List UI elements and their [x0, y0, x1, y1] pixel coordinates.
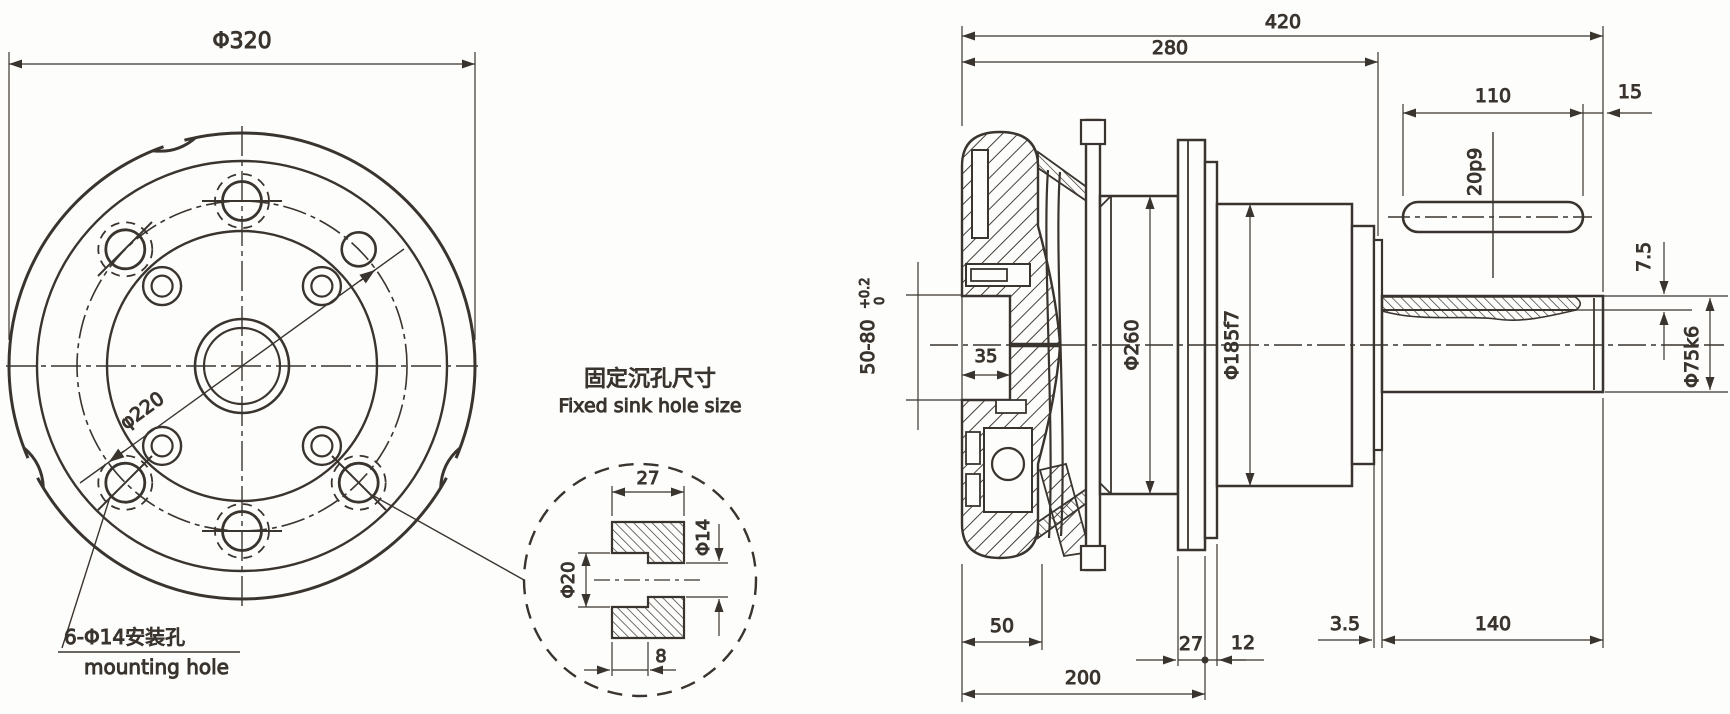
dim-hole-diameter [686, 524, 728, 636]
bell-cone-line-2 [1057, 171, 1064, 537]
flange-plate-thickness-label: 27 [1179, 633, 1203, 655]
input-bore-label-group: 50-80 +0.2 0 [857, 277, 889, 375]
counterbore-section-upper [610, 520, 686, 565]
input-bore-tol-upper: +0.2 [858, 277, 873, 309]
flange-tab-bottom [1079, 544, 1107, 572]
overall-length-label: 420 [1265, 11, 1301, 33]
spigot-diameter-label: Φ185f7 [1221, 310, 1243, 380]
bearing-ball [990, 446, 1026, 482]
keyway-depth-label: 7.5 [1633, 242, 1655, 272]
hole-diameter-label: Φ14 [693, 519, 714, 556]
dim-outer-diameter [8, 52, 476, 340]
detail-bubble [522, 462, 758, 698]
dim-spacer [1318, 398, 1383, 648]
dim-counterbore-diameter [578, 552, 610, 608]
hub-width-label: 50 [990, 615, 1014, 637]
detail-leader-line [371, 494, 525, 581]
shaft-length-label: 140 [1475, 613, 1511, 635]
dim-flange-thickness [611, 486, 685, 516]
dim-shaft-length [1382, 398, 1604, 648]
detail-title-zh: 固定沉孔尺寸 [584, 367, 716, 392]
shaft-diameter-label: Φ75k6 [1681, 326, 1703, 388]
counterbore-diameter-label: Φ20 [558, 561, 579, 598]
flange-rim-notches [21, 132, 463, 488]
hub-internals [965, 149, 1033, 513]
bell-top-wall [1037, 150, 1089, 204]
mounting-hole-callout [58, 496, 240, 653]
flange-tab-top [1079, 118, 1107, 146]
dim-input-bore [906, 262, 963, 430]
step-width-label: 12 [1231, 632, 1255, 654]
input-bore-depth-label: 35 [975, 346, 998, 367]
mid-length-label: 200 [1065, 667, 1101, 689]
mounting-hole-note-zh: 6-Φ14安装孔 [64, 625, 185, 649]
input-bore-tol-lower: 0 [873, 297, 888, 305]
counterbore-section-lower [610, 595, 686, 640]
keyway-end-offset-label: 15 [1618, 81, 1642, 103]
detail-title-en: Fixed sink hole size [558, 395, 741, 417]
counterbore-depth-label: 8 [655, 646, 666, 667]
detail-view: 固定沉孔尺寸 Fixed sink hole size 27 Φ14 Φ20 [522, 367, 758, 698]
plain-mounting-hole [340, 231, 378, 268]
dim-hub-width [961, 564, 1043, 702]
dim-overall-length [961, 26, 1604, 292]
dim-bolt-circle [79, 248, 405, 484]
spacer-label: 3.5 [1330, 613, 1360, 635]
bell-lower-section [1038, 462, 1092, 558]
dim-counterbore-depth [584, 642, 676, 676]
housing-diameter-label: Φ260 [1121, 319, 1143, 370]
input-bore-label: 50-80 [857, 319, 879, 374]
housing-chamfer-bottom [1099, 482, 1112, 495]
dim-shaft-diameter [1605, 298, 1728, 393]
dim-mid-length [962, 556, 1206, 700]
outer-diameter-label: Φ320 [212, 29, 271, 54]
dim-keyway-depth [1576, 242, 1728, 360]
front-view: Φ320 φ220 6-Φ14安装孔 mounting hole [6, 29, 525, 680]
dim-housing-length [962, 52, 1379, 236]
keyway-width-label: 20p9 [1464, 148, 1486, 196]
mounting-holes [97, 173, 387, 559]
section-view: 420 280 110 15 20p9 7.5 Φ75k6 [857, 11, 1728, 702]
flange-thickness-label: 27 [637, 468, 660, 489]
housing-chamfer-top [1099, 195, 1112, 208]
bell-cone-line-1 [1045, 169, 1052, 539]
dim-keyway-length [1402, 104, 1584, 196]
housing-length-label: 280 [1152, 37, 1188, 59]
keyway-length-label: 110 [1475, 85, 1511, 107]
keyway-section [1381, 296, 1582, 321]
inner-holes [141, 265, 343, 467]
mounting-hole-note-en: mounting hole [84, 655, 229, 679]
step-ring [1203, 160, 1219, 540]
dim-step-width [1205, 544, 1264, 666]
